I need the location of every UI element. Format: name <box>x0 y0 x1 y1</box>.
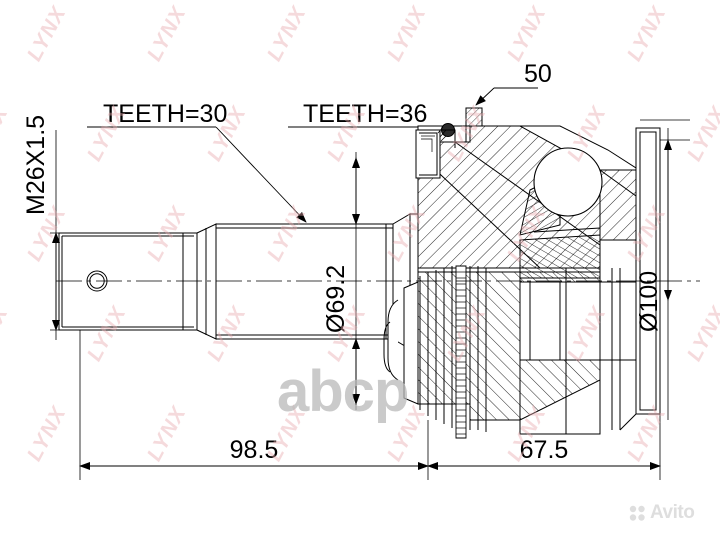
label-teeth-36: TEETH=36 <box>303 100 427 128</box>
label-thread-m26: M26X1.5 <box>22 115 50 215</box>
dimension-thread-m26 <box>50 130 70 340</box>
label-shaft-diameter: Ø69.2 <box>322 265 350 333</box>
housing-flange-step <box>465 107 483 142</box>
splined-shaft <box>215 223 394 340</box>
leader-dim-50 <box>475 87 538 106</box>
label-teeth-30: TEETH=30 <box>103 100 227 128</box>
label-housing-diameter: Ø100 <box>635 271 663 332</box>
cv-joint-housing-section <box>415 107 661 421</box>
shaft-collar <box>196 223 217 340</box>
label-length-98-5: 98.5 <box>230 436 279 464</box>
dimension-lengths <box>79 330 661 480</box>
threaded-stub-shaft <box>58 232 198 331</box>
label-dim-50: 50 <box>524 60 552 88</box>
leader-teeth-30 <box>87 126 307 223</box>
abs-tone-ring <box>455 265 467 439</box>
bearing-retainer <box>519 281 637 361</box>
seal-lip-assembly <box>415 123 467 179</box>
housing-skirt <box>485 268 637 435</box>
label-length-67-5: 67.5 <box>520 436 569 464</box>
rubber-boot-bellows <box>383 266 479 430</box>
ball-bearing <box>533 147 603 217</box>
dimension-housing-diameter <box>640 119 690 420</box>
